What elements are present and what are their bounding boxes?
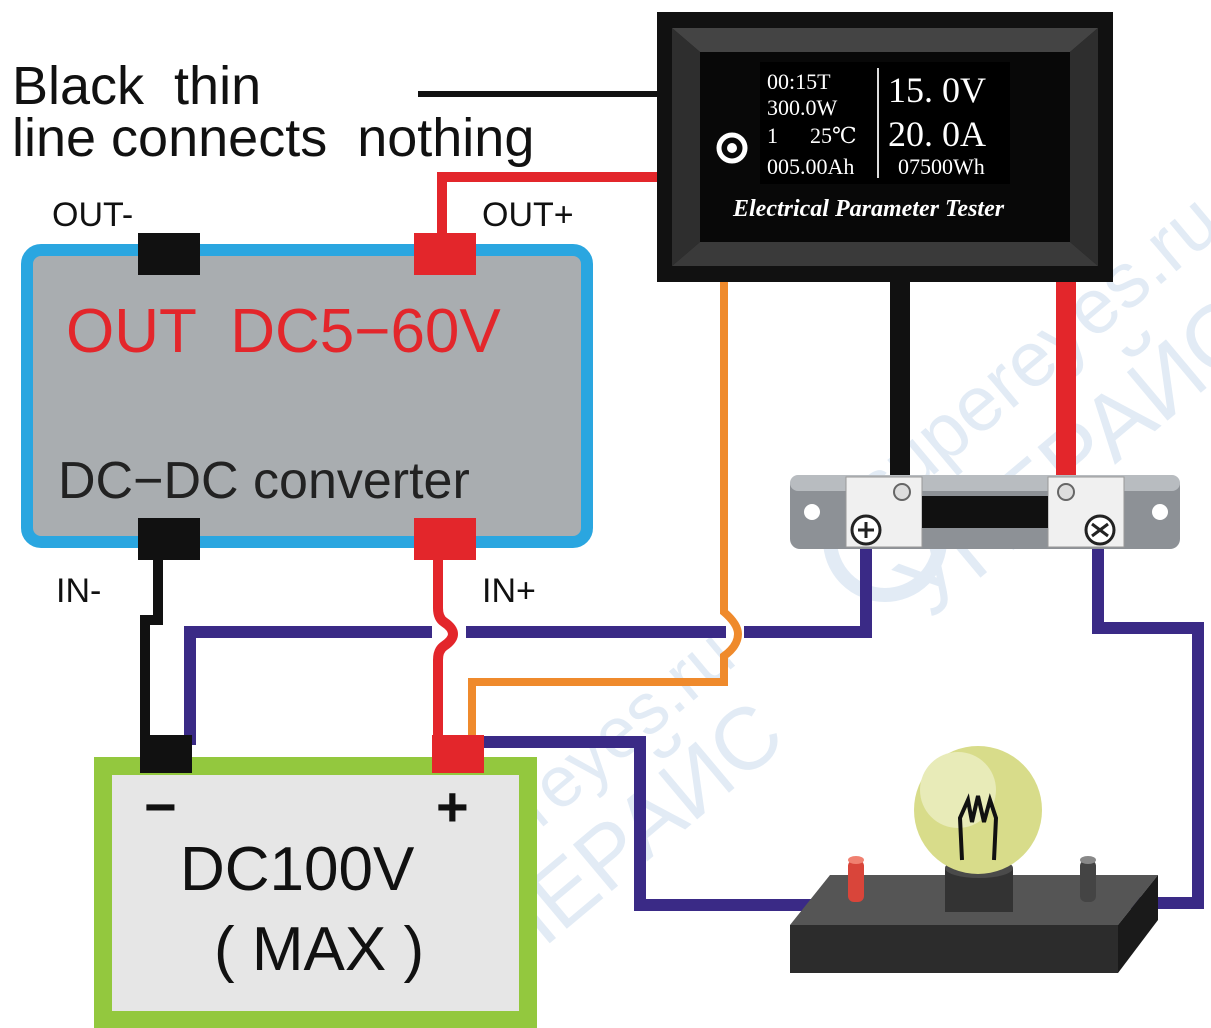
dc-dc-converter: OUT DC5−60V DC−DC converter: [21, 233, 593, 560]
lamp-terminal-right: [1080, 860, 1096, 902]
black-wire-in-minus: [140, 560, 163, 740]
tester-label: Electrical Parameter Tester: [732, 196, 1005, 222]
purple-wire-return: [184, 540, 872, 745]
shunt-screw-slot: [858, 522, 874, 538]
tester-bevel-top: [672, 28, 1098, 52]
display-voltage: 15. 0V: [888, 70, 986, 110]
battery: − + DC100V ( MAX ): [94, 735, 537, 1028]
tester-bevel-left: [672, 28, 700, 266]
tester-black-lead: [890, 282, 910, 482]
shunt-screw-icon: [893, 483, 911, 501]
shunt-screw-icon: [1057, 483, 1075, 501]
purple-wire-shunt-to-lamp: [1092, 540, 1204, 909]
out-plus-label: OUT+: [482, 196, 574, 234]
display-power: 300.0W: [767, 95, 838, 120]
display-amp-hours: 005.00Ah: [767, 154, 854, 179]
red-wire-out-plus: [437, 172, 665, 240]
shunt-mount-hole-right: [1152, 504, 1168, 520]
purple-wire-load: [480, 736, 845, 911]
tester-bevel-bottom: [672, 242, 1098, 266]
display-temp: 25℃: [810, 123, 857, 148]
lamp-terminal-left: [848, 860, 864, 902]
out-minus-terminal: [138, 233, 200, 275]
in-minus-terminal: [138, 518, 200, 560]
tester-bevel-right: [1070, 28, 1098, 266]
battery-minus-terminal: [140, 735, 192, 773]
display-current: 20. 0A: [888, 114, 986, 154]
orange-wire-sense: [468, 282, 743, 740]
out-minus-label: OUT-: [52, 196, 133, 234]
out-plus-terminal: [414, 233, 476, 275]
note-line-2: line connects nothing: [12, 108, 534, 168]
shunt: [790, 475, 1180, 549]
lamp-terminal-left-top: [848, 856, 864, 864]
display-watt-hours: 07500Wh: [898, 154, 985, 179]
tester-red-lead: [1056, 282, 1076, 482]
converter-body: [21, 244, 593, 548]
display-time: 00:15T: [767, 69, 831, 94]
lamp-terminal-right-top: [1080, 856, 1096, 864]
shunt-screw-slot: [1091, 522, 1109, 538]
battery-minus-sign: −: [144, 775, 177, 838]
bulb-filament: [957, 793, 999, 861]
red-wire-in-plus: [433, 560, 458, 740]
shunt-resistor-bar: [922, 496, 1048, 528]
tester-button-icon: [716, 132, 748, 164]
tester-button-center: [727, 143, 737, 153]
battery-voltage: DC100V: [180, 835, 415, 904]
lamp: [790, 746, 1158, 973]
electrical-parameter-tester: 00:15T 300.0W 1 25℃ 005.00Ah 15. 0V 20. …: [657, 12, 1113, 282]
in-plus-label: IN+: [482, 572, 536, 610]
lamp-base-front: [790, 925, 1118, 973]
display-channel: 1: [767, 123, 778, 148]
converter-subtitle: DC−DC converter: [58, 452, 470, 510]
converter-title: OUT DC5−60V: [66, 297, 501, 366]
battery-body: [94, 757, 537, 1028]
battery-max: ( MAX ): [214, 915, 424, 984]
lamp-base-side: [1118, 875, 1158, 973]
in-plus-terminal: [414, 518, 476, 560]
note-line-1: Black thin: [12, 56, 261, 116]
battery-plus-terminal: [432, 735, 484, 773]
in-minus-label: IN-: [56, 572, 101, 610]
battery-plus-sign: +: [436, 775, 469, 838]
tester-screen: [760, 62, 1010, 184]
shunt-mount-hole-left: [804, 504, 820, 520]
